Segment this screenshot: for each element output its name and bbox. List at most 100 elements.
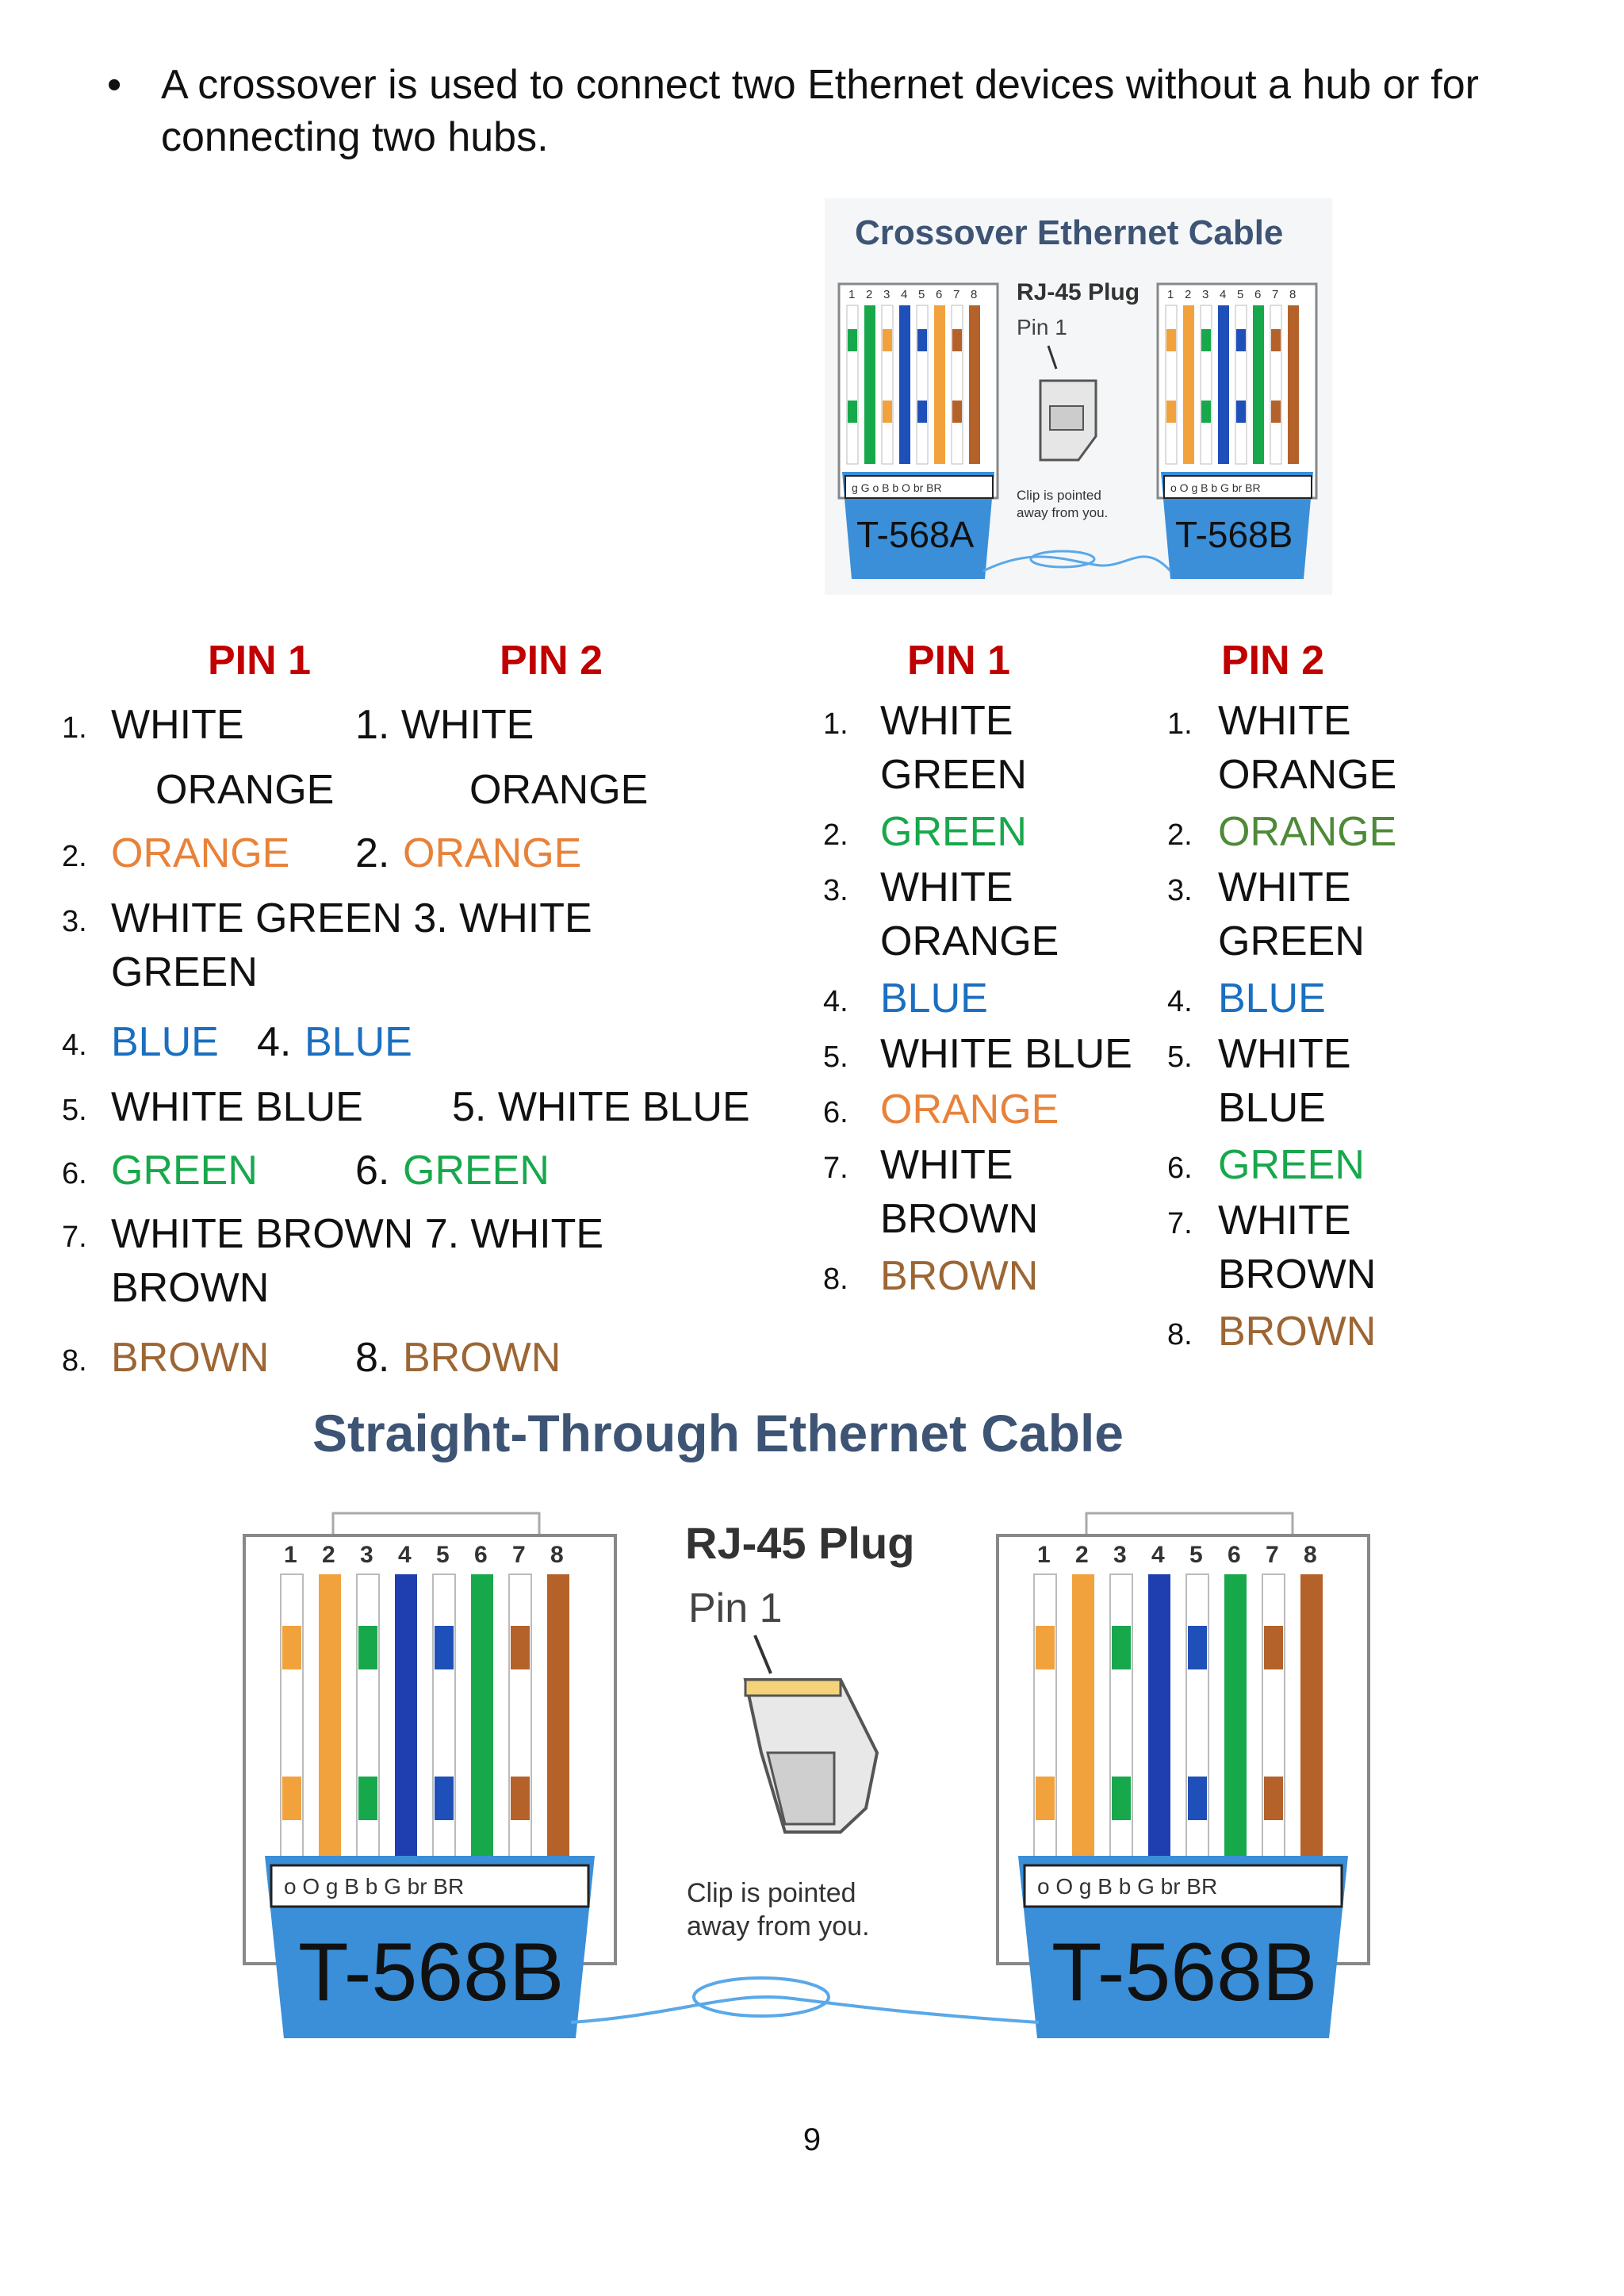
pin2-color: BLUE	[304, 1019, 412, 1065]
list-number: 5.	[62, 1094, 87, 1127]
svg-text:7: 7	[1272, 288, 1278, 301]
svg-text:3: 3	[1202, 288, 1208, 301]
svg-text:2: 2	[1075, 1542, 1089, 1568]
pin2-color: ORANGE	[403, 830, 582, 876]
svg-text:o O g B b G br BR: o O g B b G br BR	[1170, 481, 1261, 494]
svg-text:6: 6	[1228, 1542, 1241, 1568]
svg-text:8: 8	[1289, 288, 1296, 301]
pin2-color-cont: ORANGE	[1218, 752, 1397, 798]
pin1-color: GREEN	[111, 1148, 258, 1194]
list-number: 6.	[823, 1096, 848, 1129]
svg-text:1: 1	[1037, 1542, 1051, 1568]
pin2-number: 6.	[355, 1148, 390, 1194]
pin1-color-cont: BROWN	[111, 1265, 270, 1311]
pin1-color: BLUE	[880, 976, 988, 1022]
svg-text:8: 8	[550, 1542, 564, 1568]
pin2-color: 5. WHITE BLUE	[452, 1084, 750, 1130]
straight-left-connector: 1 2 3 4 5 6 7 8 o O g B b G br BR T-568B	[243, 1512, 617, 2038]
svg-text:4: 4	[901, 288, 907, 301]
pin1-color: BROWN	[111, 1335, 270, 1381]
intro-text: A crossover is used to connect two Ether…	[161, 62, 1479, 160]
crossover-left-standard: T-568A	[856, 514, 975, 555]
straight-through-title: Straight-Through Ethernet Cable	[312, 1404, 1124, 1462]
pin1-color: WHITE	[880, 698, 1013, 744]
svg-text:8: 8	[1304, 1542, 1317, 1568]
straight-left-standard: T-568B	[298, 1926, 564, 2018]
left-header-pin1: PIN 1	[208, 638, 312, 684]
pin1-color: WHITE GREEN 3. WHITE	[111, 895, 592, 941]
pin1-color-cont: BROWN	[880, 1196, 1039, 1242]
pin1-color-cont: ORANGE	[880, 918, 1059, 964]
pin2-color-cont: ORANGE	[469, 767, 649, 813]
crossover-right-standard: T-568B	[1175, 514, 1293, 555]
pin1-color: WHITE BLUE	[111, 1084, 363, 1130]
list-number: 7.	[823, 1152, 848, 1185]
pin2-color-cont: GREEN	[1218, 918, 1365, 964]
svg-text:g G o B b O br BR: g G o B b O br BR	[852, 481, 942, 494]
pin2-color: WHITE	[1218, 864, 1351, 910]
svg-text:o O g B b G br BR: o O g B b G br BR	[284, 1874, 464, 1899]
list-number: 4.	[62, 1029, 87, 1062]
straight-through-cable-figure: Straight-Through Ethernet Cable 1 2 3 4 …	[243, 1404, 1370, 2038]
crossover-title: Crossover Ethernet Cable	[855, 213, 1283, 252]
svg-text:2: 2	[866, 288, 872, 301]
straight-right-connector: 1 2 3 4 5 6 7 8 o O g B b G br BR T-568B	[996, 1512, 1370, 2038]
list-number: 8.	[823, 1263, 848, 1296]
list-number: 1.	[1167, 707, 1193, 741]
svg-text:8: 8	[971, 288, 977, 301]
svg-text:1: 1	[848, 288, 855, 301]
svg-text:4: 4	[1151, 1542, 1165, 1568]
pin1-color: ORANGE	[880, 1087, 1059, 1133]
crossover-right-connector: 1 2 3 4 5 6 7 8 o O g B b G br BR T-568B	[1156, 282, 1318, 579]
svg-text:2: 2	[322, 1542, 335, 1568]
pin1-color: WHITE	[111, 702, 244, 748]
pin2-color: 1. WHITE	[355, 702, 534, 748]
svg-text:Pin 1: Pin 1	[1017, 315, 1067, 339]
pin2-color: WHITE	[1218, 1031, 1351, 1077]
list-number: 2.	[62, 840, 87, 873]
list-number: 5.	[1167, 1041, 1193, 1074]
list-number: 8.	[62, 1344, 87, 1378]
list-number: 1.	[823, 707, 848, 741]
bullet-symbol: •	[107, 62, 122, 108]
pin2-color: ORANGE	[1218, 809, 1397, 855]
pin2-number: 2.	[355, 830, 390, 876]
svg-text:Clip is pointed: Clip is pointed	[687, 1878, 856, 1908]
list-number: 3.	[823, 874, 848, 907]
svg-text:3: 3	[360, 1542, 373, 1568]
list-number: 3.	[1167, 874, 1193, 907]
pin1-color-cont: ORANGE	[155, 767, 335, 813]
svg-text:7: 7	[953, 288, 959, 301]
pin1-color: WHITE BROWN 7. WHITE	[111, 1211, 604, 1257]
list-number: 6.	[62, 1157, 87, 1190]
pin1-color: ORANGE	[111, 830, 290, 876]
pin1-color: WHITE	[880, 864, 1013, 910]
pin2-color: GREEN	[1218, 1142, 1365, 1188]
straight-right-standard: T-568B	[1051, 1926, 1317, 2018]
pin2-number: 4.	[257, 1019, 292, 1065]
pin1-color-cont: GREEN	[880, 752, 1027, 798]
crossover-left-connector: 1 2 3 4 5 6 7 8 g G o B b O br BR T-568A	[837, 282, 999, 579]
svg-text:RJ-45 Plug: RJ-45 Plug	[1017, 279, 1139, 305]
pin1-color-cont: GREEN	[111, 949, 258, 995]
pin2-color: BROWN	[403, 1335, 561, 1381]
svg-text:3: 3	[883, 288, 890, 301]
pin1-color: GREEN	[880, 809, 1027, 855]
svg-text:5: 5	[1189, 1542, 1203, 1568]
svg-text:4: 4	[1220, 288, 1226, 301]
pin2-color: GREEN	[403, 1148, 550, 1194]
list-number: 7.	[62, 1221, 87, 1254]
svg-text:3: 3	[1113, 1542, 1127, 1568]
pin1-color: WHITE	[880, 1142, 1013, 1188]
pin2-color: BLUE	[1218, 976, 1326, 1022]
svg-text:5: 5	[436, 1542, 450, 1568]
list-number: 2.	[1167, 818, 1193, 852]
svg-text:1: 1	[284, 1542, 297, 1568]
pin2-color: BROWN	[1218, 1309, 1377, 1355]
svg-text:5: 5	[918, 288, 925, 301]
pin1-color: BLUE	[111, 1019, 219, 1065]
svg-text:1: 1	[1167, 288, 1174, 301]
pin2-color-cont: BROWN	[1218, 1251, 1377, 1297]
svg-text:2: 2	[1185, 288, 1191, 301]
pin1-color: WHITE BLUE	[880, 1031, 1132, 1077]
